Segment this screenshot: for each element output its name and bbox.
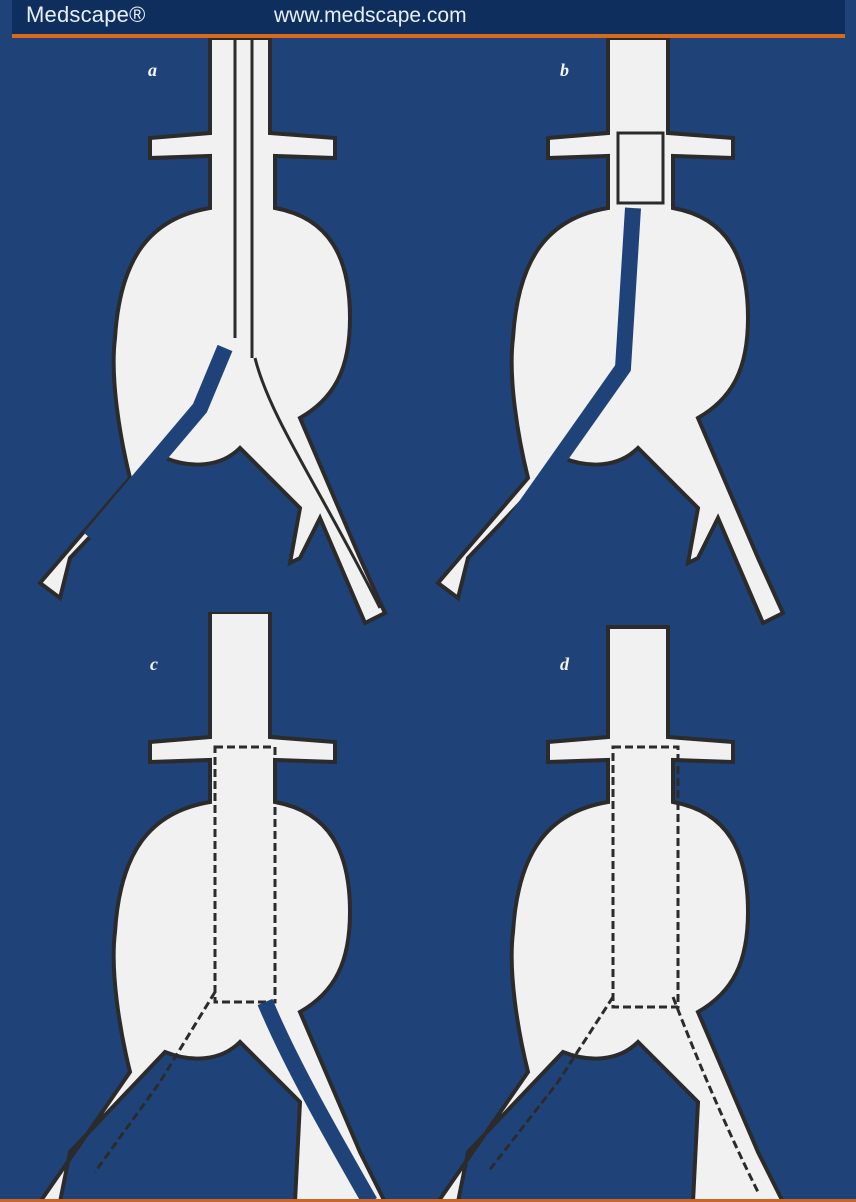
panel-a-illustration	[0, 38, 428, 628]
panel-c: c	[0, 612, 428, 1202]
site-url: www.medscape.com	[274, 4, 467, 28]
panel-b: b	[428, 38, 856, 628]
panel-a: a	[0, 38, 428, 628]
panel-c-illustration	[0, 612, 428, 1202]
panel-label-a: a	[148, 60, 157, 81]
aorta-outline-b	[438, 38, 783, 623]
panel-b-illustration	[428, 38, 856, 628]
aorta-outline-c	[40, 612, 385, 1202]
panel-label-c: c	[150, 654, 158, 675]
header-banner: Medscape® www.medscape.com	[12, 0, 845, 38]
brand-logo: Medscape®	[26, 2, 146, 28]
panel-d: d	[428, 612, 856, 1202]
panel-label-d: d	[560, 654, 569, 675]
panel-label-b: b	[560, 60, 569, 81]
panel-d-illustration	[428, 612, 856, 1202]
aorta-outline-d	[438, 627, 783, 1202]
